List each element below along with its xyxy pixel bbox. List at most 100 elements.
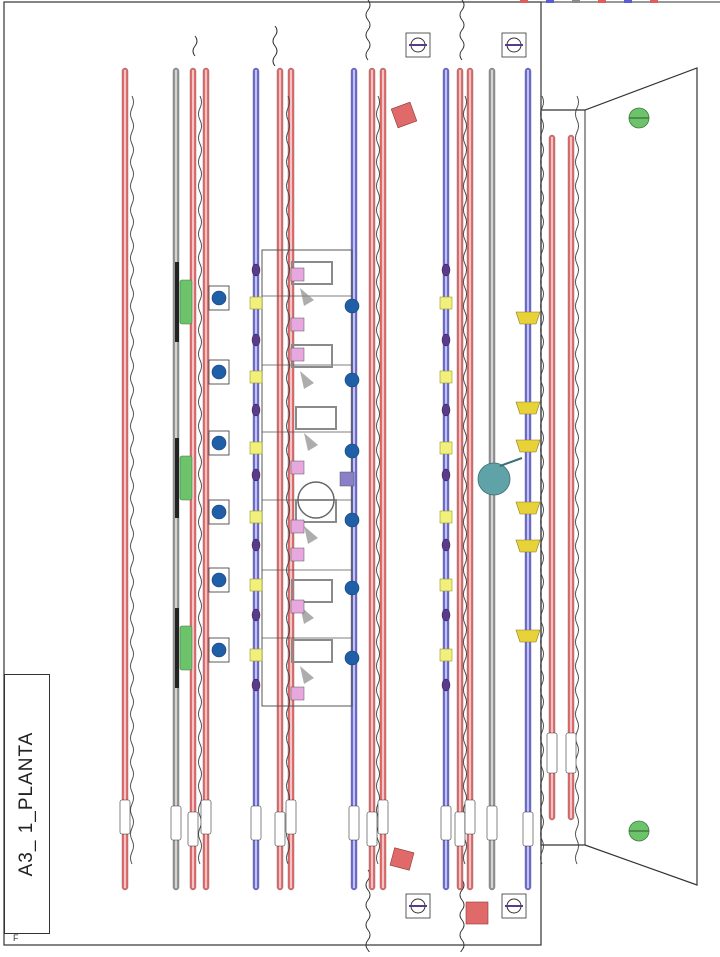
desk-2 <box>295 406 337 430</box>
fan-unit-2 <box>515 439 541 453</box>
salmon-unit-bottom <box>389 847 415 871</box>
valve-right-1 <box>441 333 451 347</box>
column-icon-right-3 <box>344 512 360 528</box>
legend-mark-1 <box>546 0 554 3</box>
pink-cabinet-7 <box>290 686 305 701</box>
fan-unit-3 <box>515 501 541 515</box>
lamp-left-4 <box>249 578 263 592</box>
break-line-top-1 <box>459 0 465 61</box>
pipe-tag-6 <box>285 799 297 835</box>
valve-left-0 <box>251 263 261 277</box>
column-icon-3 <box>211 504 227 520</box>
green-unit-bar-0 <box>175 262 179 342</box>
valve-left-4 <box>251 538 261 552</box>
desk-chair-group-2 <box>295 406 337 451</box>
legend-mark-4 <box>624 0 632 3</box>
pipe-tag-11 <box>454 811 466 847</box>
column-icon-right-0 <box>344 298 360 314</box>
pipe-tag-0 <box>119 799 131 835</box>
column-icon-right-5 <box>344 650 360 666</box>
valve-left-3 <box>251 468 261 482</box>
annex-outline <box>540 67 698 886</box>
duct-wave-3 <box>376 95 380 865</box>
valve-right-2 <box>441 403 451 417</box>
annex-pipe-tag-1 <box>565 732 577 774</box>
lamp-right-0 <box>439 296 453 310</box>
valve-left-5 <box>251 608 261 622</box>
column-icon-1 <box>211 364 227 380</box>
valve-left-2 <box>251 403 261 417</box>
pipe-tag-7 <box>348 805 360 841</box>
green-unit-bar-2 <box>175 608 179 688</box>
pink-cabinet-6 <box>290 599 305 614</box>
sheet-title-box: A3_ 1_PLANTA <box>4 674 50 934</box>
pipe-tag-1 <box>170 805 182 841</box>
pink-cabinet-5 <box>290 547 305 562</box>
column-icon-right-1 <box>344 372 360 388</box>
pipe-tag-9 <box>377 799 389 835</box>
desk-4 <box>291 579 333 603</box>
desk-3 <box>295 499 337 523</box>
column-icon-5 <box>211 642 227 658</box>
duct-wave-1 <box>198 95 202 865</box>
teal-unit <box>477 462 511 496</box>
teal-unit-arm <box>499 457 523 467</box>
green-unit-1 <box>179 455 193 501</box>
pipe-tag-5 <box>274 811 286 847</box>
column-icon-4 <box>211 572 227 588</box>
pink-cabinet-2 <box>290 347 305 362</box>
break-line-bottom-1 <box>459 879 465 957</box>
green-unit-bar-1 <box>175 438 179 518</box>
pink-cabinet-1 <box>290 317 305 332</box>
chair-5 <box>300 666 314 684</box>
legend-mark-5 <box>650 0 658 3</box>
lamp-left-0 <box>249 296 263 310</box>
lamp-left-1 <box>249 370 263 384</box>
meeting-unit <box>339 471 355 487</box>
lamp-right-3 <box>439 510 453 524</box>
desk-chair-group-5 <box>291 639 333 684</box>
sheet-title: A3_ 1_PLANTA <box>16 731 37 877</box>
pipe-tag-3 <box>200 799 212 835</box>
meeting-table <box>297 481 335 519</box>
pink-cabinet-4 <box>290 519 305 534</box>
fan-unit-4 <box>515 539 541 553</box>
pipe-tag-12 <box>464 799 476 835</box>
valve-right-6 <box>441 678 451 692</box>
column-icon-0 <box>211 290 227 306</box>
duct-wave-4 <box>463 95 467 865</box>
column-icon-2 <box>211 435 227 451</box>
lamp-right-4 <box>439 578 453 592</box>
chair-1 <box>300 371 314 389</box>
desk-chair-group-3 <box>295 499 337 544</box>
legend-mark-3 <box>598 0 606 3</box>
pipe-tag-10 <box>440 805 452 841</box>
valve-right-0 <box>441 263 451 277</box>
valve-left-6 <box>251 678 261 692</box>
lamp-left-3 <box>249 510 263 524</box>
break-line-top-2 <box>192 35 198 57</box>
duct-wave-2 <box>286 95 290 865</box>
fan-unit-5 <box>515 629 541 643</box>
column-icon-right-4 <box>344 580 360 596</box>
pipe-tag-8 <box>366 811 378 847</box>
duct-wave-0 <box>130 95 134 865</box>
salmon-unit-top <box>390 101 418 129</box>
valve-right-5 <box>441 608 451 622</box>
lamp-right-2 <box>439 441 453 455</box>
valve-right-3 <box>441 468 451 482</box>
column-icon-right-2 <box>344 443 360 459</box>
annex-pipe-tag-0 <box>546 732 558 774</box>
pink-cabinet-0 <box>290 267 305 282</box>
pipe-tag-2 <box>187 811 199 847</box>
legend-mark-0 <box>520 0 528 3</box>
break-line-top-3 <box>272 25 278 67</box>
chair-2 <box>304 433 318 451</box>
pipe-tag-4 <box>250 805 262 841</box>
lamp-left-5 <box>249 648 263 662</box>
fan-unit-0 <box>515 311 541 325</box>
valve-right-4 <box>441 538 451 552</box>
chair-0 <box>300 288 314 306</box>
pipe-tag-14 <box>522 811 534 847</box>
